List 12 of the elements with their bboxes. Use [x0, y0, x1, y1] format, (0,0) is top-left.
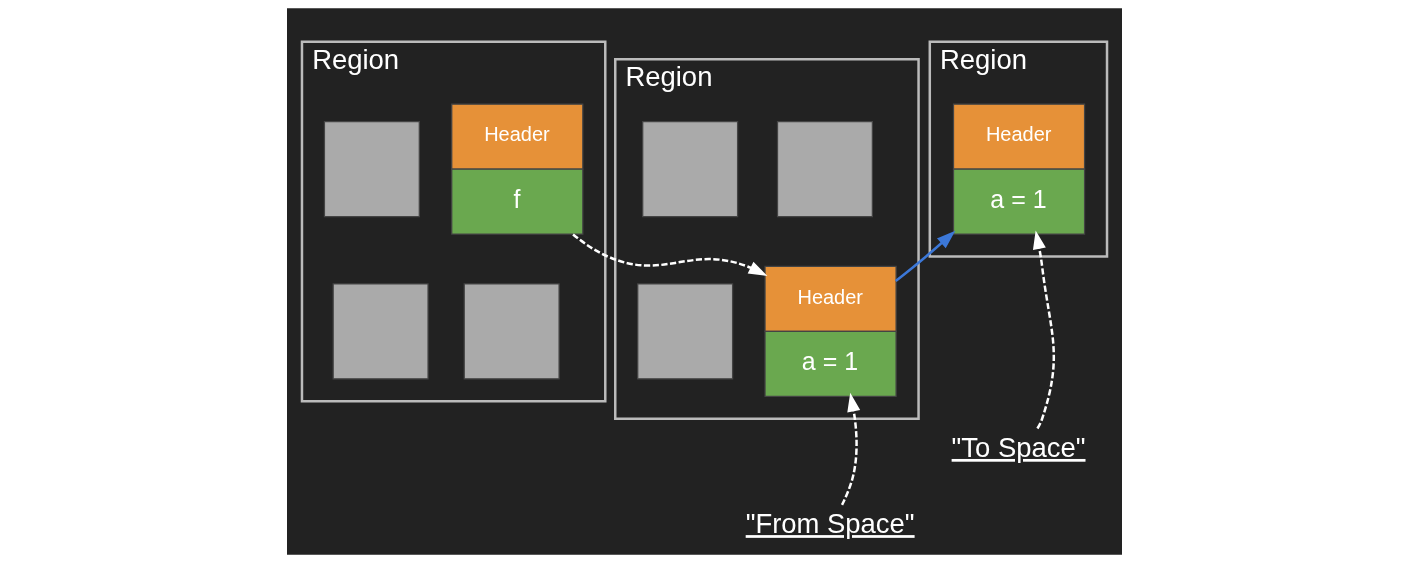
- node-box: [637, 283, 734, 380]
- arrow: [1032, 230, 1055, 430]
- node-box: [776, 121, 873, 218]
- arrow: [572, 233, 768, 276]
- node-box: [323, 121, 420, 218]
- node-box: [463, 283, 560, 380]
- node-text: "To Space": [951, 431, 1086, 463]
- node-box: [332, 283, 429, 380]
- node-text: "From Space": [745, 508, 915, 540]
- arrow: [894, 230, 956, 283]
- node-box: [642, 121, 739, 218]
- arrow: [840, 392, 861, 506]
